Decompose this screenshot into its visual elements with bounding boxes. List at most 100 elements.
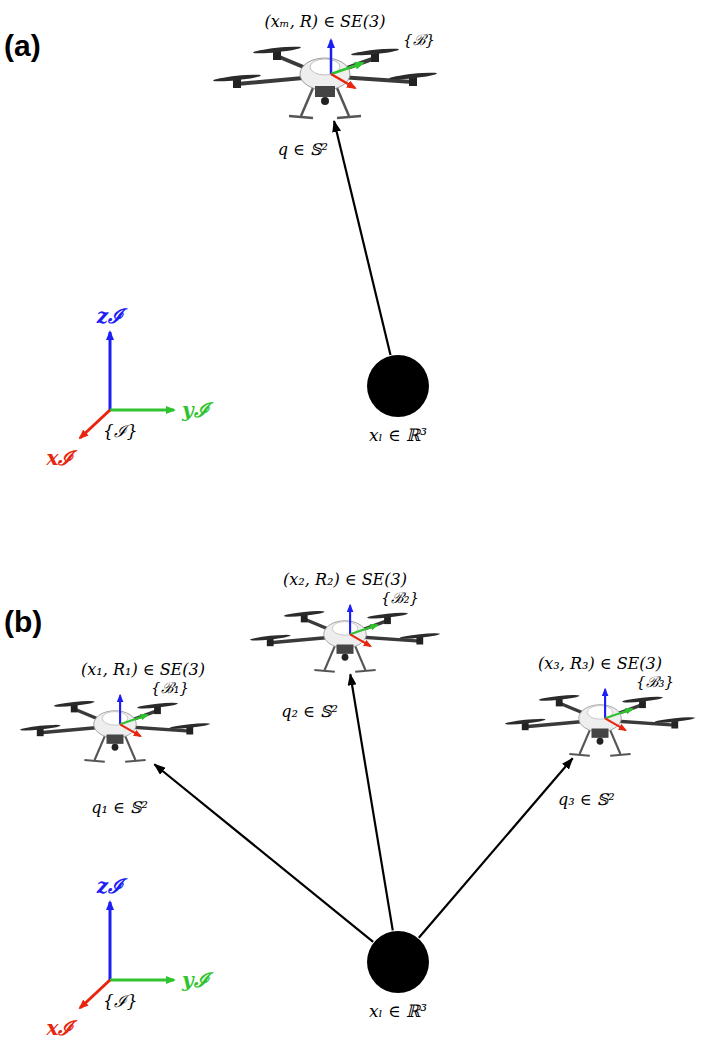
landing-skid [569, 754, 589, 756]
load-shape [366, 930, 430, 994]
rotor-blade [213, 73, 261, 82]
pose-label: (x₂, R₂) ∈ SE(3) [283, 571, 407, 589]
body-y-axis [350, 625, 377, 634]
y-axis [110, 979, 174, 982]
z-axis [109, 902, 112, 980]
landing-leg [337, 88, 349, 116]
cable-connector [334, 121, 390, 355]
rotor-blade [389, 71, 437, 80]
body-frame-label: {ℬ₁} [151, 680, 189, 697]
rotor-blade [505, 718, 546, 726]
cable-label: q₃ ∈ 𝕊² [556, 791, 617, 809]
rotor-blade [54, 700, 95, 708]
rotor-blade [654, 716, 695, 724]
body-x-axis [350, 634, 370, 646]
cable-label: q₂ ∈ 𝕊² [279, 703, 340, 721]
landing-skid [314, 670, 334, 672]
drone-battery [107, 735, 124, 744]
body-y-axis [331, 63, 363, 74]
body-x-axis [605, 718, 625, 730]
axis-label: xℐ [47, 447, 74, 470]
rotor-blade [367, 612, 408, 620]
axis-label: xℐ [47, 1017, 74, 1040]
body-frame-label: {ℬ} [403, 32, 435, 49]
axis-label: yℐ [182, 969, 209, 992]
rotor-blade [399, 632, 440, 640]
cable-connector [350, 674, 392, 930]
drone-body [300, 58, 350, 90]
cable-label: q ∈ 𝕊² [276, 141, 330, 159]
landing-leg [301, 88, 313, 116]
drone-camera [342, 654, 349, 661]
rotor-blade [169, 722, 210, 730]
drone-camera [112, 744, 119, 751]
landing-leg [325, 646, 335, 670]
load-node: xₗ ∈ ℝ³ [366, 930, 430, 994]
drone-body [94, 711, 137, 738]
rotor-blade [539, 694, 580, 702]
landing-leg [95, 736, 105, 760]
drone-battery [315, 86, 335, 97]
landing-leg [355, 646, 365, 670]
quadrotor-drawing [213, 40, 437, 118]
load-mass [367, 355, 429, 417]
quadrotor-drawing [250, 605, 441, 671]
body-z-axis [349, 605, 351, 634]
pose-label: (x₁, R₁) ∈ SE(3) [81, 661, 205, 679]
drone-body [324, 621, 367, 648]
body-z-axis [604, 689, 606, 718]
load-shape [366, 354, 430, 418]
landing-skid [337, 116, 361, 118]
cable-connector [419, 758, 573, 937]
pose-label: (x₃, R₃) ∈ SE(3) [538, 655, 662, 673]
body-frame-label: {ℬ₂} [381, 590, 419, 607]
quadrotor-drawing [20, 695, 211, 761]
quadrotor-node: (x₃, R₃) ∈ SE(3){ℬ₃} [536, 695, 664, 759]
body-x-axis [331, 74, 355, 88]
load-node: xₗ ∈ ℝ³ [366, 354, 430, 418]
landing-leg [125, 736, 135, 760]
rotor-blade [622, 696, 663, 704]
landing-leg [610, 730, 620, 754]
body-frame-label: {ℬ₃} [636, 674, 674, 691]
panel-label: (b) [4, 605, 42, 640]
load-label: xₗ ∈ ℝ³ [369, 1002, 427, 1022]
body-y-axis [605, 709, 632, 718]
z-axis [109, 332, 112, 410]
axis-label: zℐ [97, 305, 123, 328]
landing-skid [125, 760, 145, 762]
panel-label: (a) [4, 29, 41, 64]
landing-skid [355, 670, 375, 672]
axis-label: yℐ [182, 399, 209, 422]
quadrotor-node: (x₁, R₁) ∈ SE(3){ℬ₁} [51, 701, 179, 765]
body-x-axis [120, 724, 140, 736]
body-z-axis [330, 40, 333, 74]
rotor-blade [253, 45, 301, 54]
body-z-axis [119, 695, 121, 724]
landing-skid [289, 116, 313, 118]
body-y-axis [120, 715, 147, 724]
frame-label: {ℐ} [103, 992, 138, 1012]
axis-label: zℐ [97, 875, 123, 898]
cable-connector [154, 764, 373, 942]
quadrotor-drawing [505, 689, 696, 755]
quadrotor-node: (x₂, R₂) ∈ SE(3){ℬ₂} [281, 611, 409, 675]
rotor-blade [250, 634, 291, 642]
drone-camera [321, 97, 329, 105]
drone-battery [337, 645, 354, 654]
drone-body [579, 705, 622, 732]
landing-leg [580, 730, 590, 754]
landing-skid [84, 760, 104, 762]
drone-camera [597, 738, 604, 745]
pose-label: (xₘ, R) ∈ SE(3) [265, 13, 386, 31]
rotor-blade [20, 724, 61, 732]
quadrotor-drawings [20, 40, 696, 762]
load-mass [367, 931, 429, 993]
drone-battery [592, 729, 609, 738]
rotor-blade [137, 702, 178, 710]
load-label: xₗ ∈ ℝ³ [369, 426, 427, 446]
rotor-blade [351, 47, 399, 56]
landing-skid [610, 754, 630, 756]
quadrotor-node: (xₘ, R) ∈ SE(3){ℬ} [250, 46, 400, 121]
rotor-blade [284, 610, 325, 618]
